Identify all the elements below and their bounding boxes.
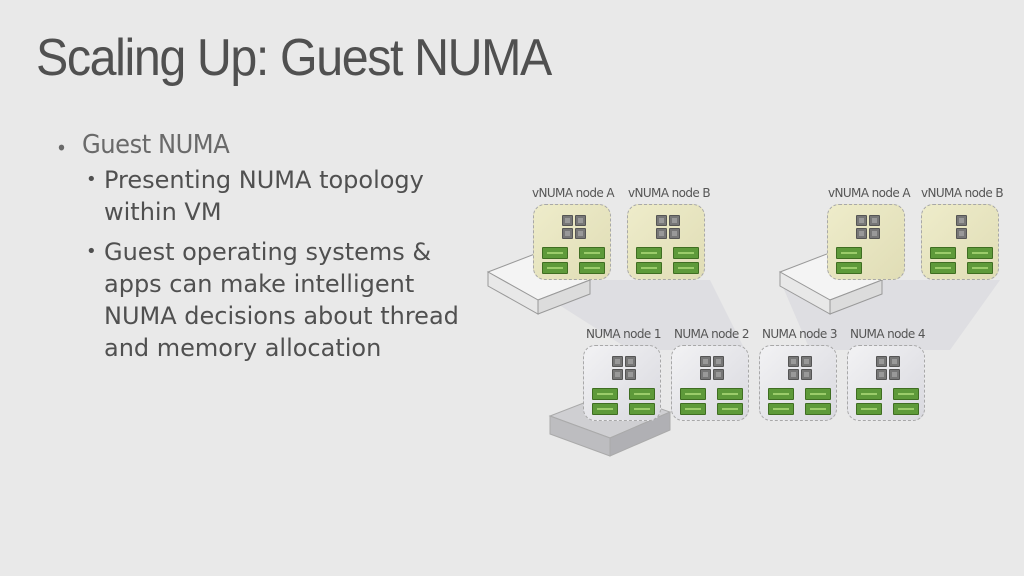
memory-dimm-icon	[680, 388, 706, 400]
cpu-core-icon	[889, 356, 900, 367]
memory-dimm-icon	[856, 388, 882, 400]
cpu-core-icon	[562, 228, 573, 239]
sub-bullet-line: Guest operating systems &	[104, 238, 432, 266]
vnuma-node	[533, 204, 611, 280]
sub-bullet-line: and memory allocation	[104, 334, 382, 362]
memory-dimm-icon	[768, 403, 794, 415]
cpu-core-icon	[669, 228, 680, 239]
memory-dimm-icon	[542, 262, 568, 274]
memory-dimm-icon	[717, 388, 743, 400]
vnuma-node	[921, 204, 999, 280]
cpu-core-icon	[625, 356, 636, 367]
memory-dimm-icon	[836, 247, 862, 259]
node-label: NUMA node 4	[850, 327, 926, 341]
cpu-core-icon	[788, 369, 799, 380]
memory-dimm-icon	[636, 247, 662, 259]
sub-bullet-line: within VM	[104, 198, 222, 226]
sub-bullet-line: apps can make intelligent	[104, 270, 415, 298]
numa-node	[847, 345, 925, 421]
cpu-core-icon	[669, 215, 680, 226]
memory-dimm-icon	[893, 388, 919, 400]
vnuma-node	[627, 204, 705, 280]
cpu-core-icon	[956, 215, 967, 226]
cpu-core-icon	[876, 369, 887, 380]
node-label: NUMA node 3	[762, 327, 838, 341]
sub-bullet-line: NUMA decisions about thread	[104, 302, 459, 330]
memory-dimm-icon	[680, 403, 706, 415]
numa-diagram: vNUMA node A vNUMA node B vNUMA node A v…	[480, 180, 1024, 470]
memory-dimm-icon	[673, 262, 699, 274]
node-label: vNUMA node A	[532, 186, 615, 200]
node-label: vNUMA node A	[828, 186, 911, 200]
cpu-core-icon	[575, 215, 586, 226]
cpu-core-icon	[700, 369, 711, 380]
memory-dimm-icon	[636, 262, 662, 274]
cpu-core-icon	[713, 369, 724, 380]
memory-dimm-icon	[592, 403, 618, 415]
node-label: vNUMA node B	[921, 186, 1004, 200]
cpu-core-icon	[889, 369, 900, 380]
vnuma-node	[827, 204, 905, 280]
memory-dimm-icon	[542, 247, 568, 259]
numa-node	[759, 345, 837, 421]
memory-dimm-icon	[930, 247, 956, 259]
memory-dimm-icon	[592, 388, 618, 400]
cpu-core-icon	[612, 356, 623, 367]
node-label: vNUMA node B	[628, 186, 711, 200]
memory-dimm-icon	[673, 247, 699, 259]
cpu-core-icon	[700, 356, 711, 367]
memory-dimm-icon	[629, 388, 655, 400]
bullet-list: Guest NUMA Presenting NUMA topology with…	[56, 130, 486, 372]
cpu-core-icon	[562, 215, 573, 226]
cpu-core-icon	[856, 215, 867, 226]
sub-bullet-decisions: Guest operating systems & apps can make …	[56, 236, 504, 364]
cpu-core-icon	[612, 369, 623, 380]
bullet-guest-numa: Guest NUMA	[56, 130, 456, 166]
slide-title: Scaling Up: Guest NUMA	[36, 29, 552, 87]
memory-dimm-icon	[579, 262, 605, 274]
cpu-core-icon	[869, 228, 880, 239]
projection-shading	[486, 251, 1000, 457]
memory-dimm-icon	[768, 388, 794, 400]
cpu-core-icon	[656, 215, 667, 226]
cpu-core-icon	[801, 356, 812, 367]
memory-dimm-icon	[579, 247, 605, 259]
cpu-core-icon	[956, 228, 967, 239]
memory-dimm-icon	[893, 403, 919, 415]
numa-node	[671, 345, 749, 421]
memory-dimm-icon	[805, 388, 831, 400]
sub-bullet-list: Presenting NUMA topology within VM Guest…	[56, 164, 486, 364]
sub-bullet-line: Presenting NUMA topology	[104, 166, 424, 194]
cpu-core-icon	[788, 356, 799, 367]
numa-node	[583, 345, 661, 421]
cpu-core-icon	[656, 228, 667, 239]
cpu-core-icon	[876, 356, 887, 367]
memory-dimm-icon	[629, 403, 655, 415]
cpu-core-icon	[575, 228, 586, 239]
node-label: NUMA node 2	[674, 327, 750, 341]
memory-dimm-icon	[967, 247, 993, 259]
cpu-core-icon	[625, 369, 636, 380]
cpu-core-icon	[801, 369, 812, 380]
memory-dimm-icon	[856, 403, 882, 415]
memory-dimm-icon	[930, 262, 956, 274]
memory-dimm-icon	[805, 403, 831, 415]
sub-bullet-topology: Presenting NUMA topology within VM	[56, 164, 504, 228]
memory-dimm-icon	[967, 262, 993, 274]
cpu-core-icon	[713, 356, 724, 367]
node-label: NUMA node 1	[586, 327, 662, 341]
memory-dimm-icon	[836, 262, 862, 274]
memory-dimm-icon	[717, 403, 743, 415]
cpu-core-icon	[869, 215, 880, 226]
cpu-core-icon	[856, 228, 867, 239]
